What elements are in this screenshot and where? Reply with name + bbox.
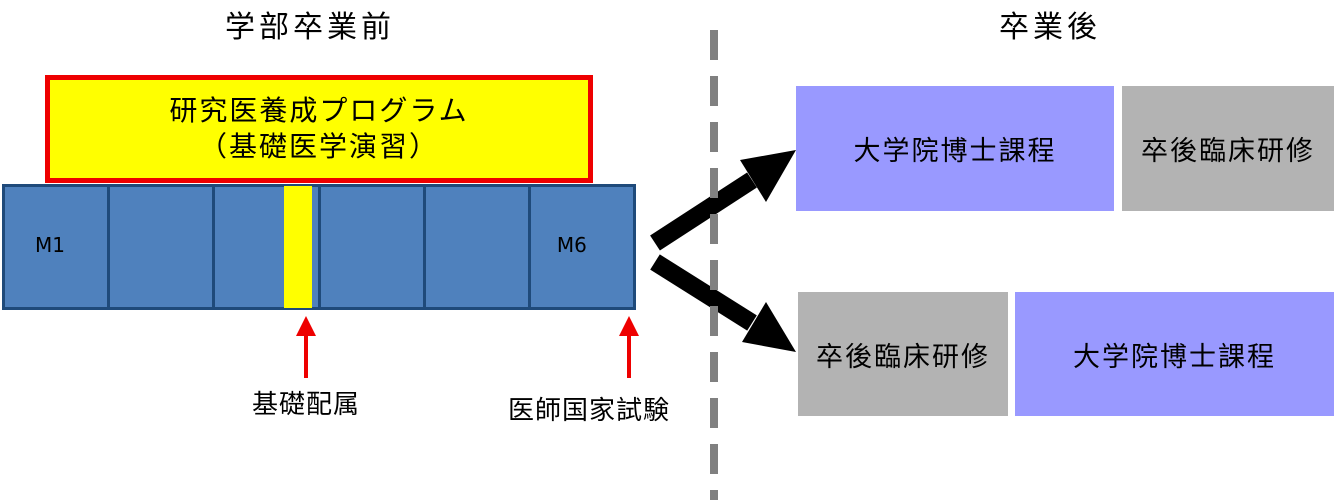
year-block-m1: M1	[2, 184, 111, 310]
arrow-to-graduate-school-first	[650, 150, 796, 251]
arrow-to-clinical-training-first	[650, 254, 796, 352]
year-block-m5	[422, 184, 531, 310]
program-subtitle: （基礎医学演習）	[198, 130, 439, 163]
national-exam-label: 医師国家試験	[507, 396, 670, 426]
graduate-school-box-bottom: 大学院博士課程	[1015, 292, 1334, 416]
research-program-box: 研究医養成プログラム （基礎医学演習）	[45, 75, 593, 183]
heading-before-graduation: 学部卒業前	[225, 10, 395, 45]
year-label-m6: M6	[556, 233, 587, 257]
year-block-m4	[317, 184, 426, 310]
clinical-training-box-bottom: 卒後臨床研修	[798, 292, 1008, 416]
program-title: 研究医養成プログラム	[169, 94, 469, 127]
year-block-m6: M6	[527, 184, 637, 310]
year-block-m2	[107, 184, 216, 310]
basic-assignment-period-bar	[284, 186, 312, 308]
up-arrow-icon-basic-assignment	[296, 316, 316, 378]
clinical-training-box-top: 卒後臨床研修	[1122, 86, 1334, 211]
year-label-m1: M1	[35, 233, 65, 257]
graduate-school-box-top: 大学院博士課程	[796, 86, 1114, 211]
heading-after-graduation: 卒業後	[999, 10, 1101, 45]
up-arrow-icon-national-exam	[619, 316, 639, 378]
basic-assignment-label: 基礎配属	[251, 390, 360, 420]
